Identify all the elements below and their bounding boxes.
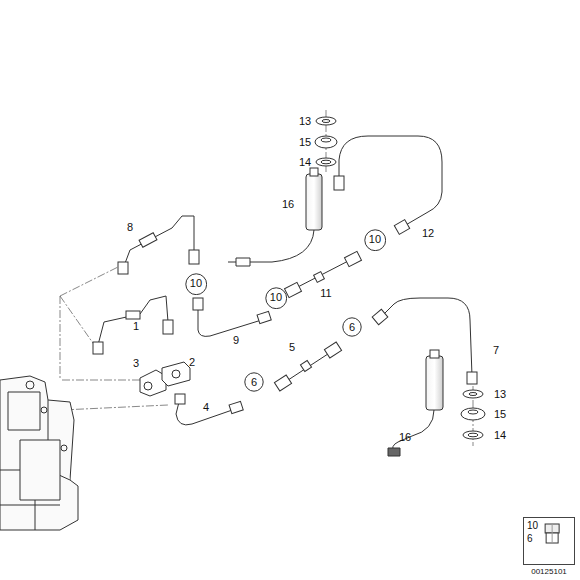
grommet-set: [461, 390, 485, 439]
callout-circle: 10: [364, 229, 386, 251]
callout-number: 8: [127, 222, 133, 233]
callout-number: 14: [494, 430, 506, 441]
callout-number: 15: [494, 409, 506, 420]
callout-number: 10: [190, 278, 202, 289]
callout-number: 5: [289, 342, 295, 353]
callout-number: 14: [299, 157, 311, 168]
callout-circle: 6: [244, 372, 264, 392]
brake-line-11: [284, 251, 361, 297]
brake-line-1: [93, 296, 173, 354]
callout-number: 12: [422, 228, 434, 239]
callout-number: 13: [299, 116, 311, 127]
brake-line-8: [118, 216, 199, 274]
callout-number: 6: [349, 322, 355, 333]
callout-number: 10: [527, 521, 538, 531]
brake-line-7: [372, 298, 477, 384]
valve-and-tee: [140, 362, 190, 396]
callout-number: 10: [369, 234, 381, 245]
detail-inset: 106: [523, 517, 575, 565]
callout-number: 2: [189, 357, 195, 368]
callout-circle: 10: [265, 287, 287, 309]
callout-number: 15: [299, 137, 311, 148]
callout-number: 1: [133, 321, 139, 332]
callout-number: 16: [282, 199, 294, 210]
brake-line-5: [274, 342, 341, 391]
callout-number: 4: [203, 402, 209, 413]
brake-line-4: [175, 394, 243, 425]
callout-number: 16: [399, 432, 411, 443]
abs-unit: [0, 376, 78, 530]
callout-number: 10: [270, 292, 282, 303]
callout-number: 6: [527, 534, 533, 544]
callout-number: 3: [133, 358, 139, 369]
callout-number: 11: [320, 288, 331, 299]
brake-line-9: [193, 298, 271, 336]
callout-circle: 6: [342, 317, 362, 337]
callout-number: 9: [233, 335, 239, 346]
drawing-code: 00125101: [531, 568, 567, 576]
wear-sensor: [388, 350, 443, 456]
callout-number: 6: [251, 377, 257, 388]
callout-circle: 10: [185, 273, 207, 295]
callout-number: 13: [494, 389, 506, 400]
wear-sensor: [228, 168, 322, 266]
center-lines: [60, 110, 473, 446]
grommet-set: [315, 117, 337, 166]
callout-number: 7: [493, 345, 499, 356]
brake-line-12: [334, 136, 442, 234]
